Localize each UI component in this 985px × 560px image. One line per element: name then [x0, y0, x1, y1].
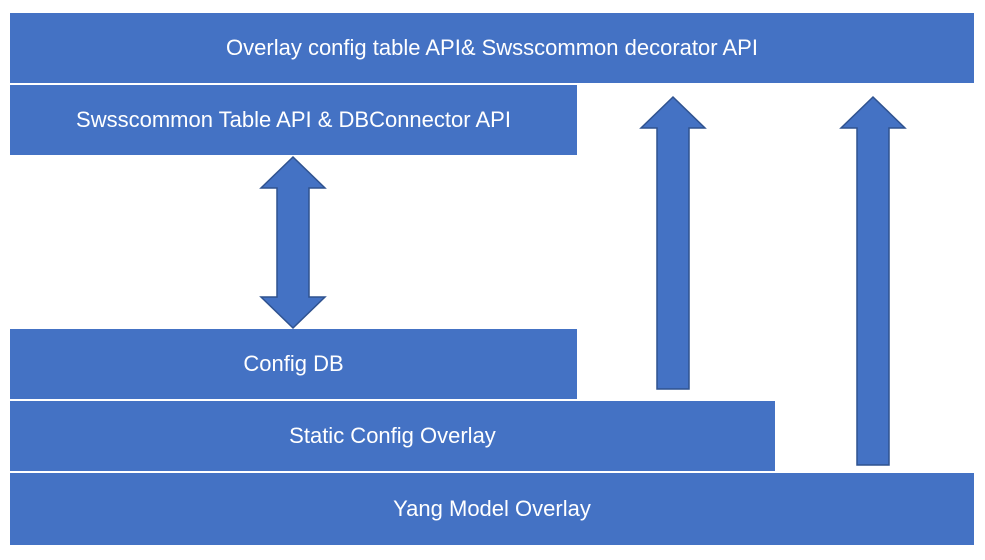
yang-model-overlay-label: Yang Model Overlay	[393, 496, 591, 521]
up-arrow-config-db	[639, 95, 707, 390]
overlay-config-table-api-layer: Overlay config table API& Swsscommon dec…	[9, 12, 975, 84]
static-config-overlay-layer: Static Config Overlay	[9, 400, 776, 472]
config-db-layer: Config DB	[9, 328, 578, 400]
overlay-config-table-api-label: Overlay config table API& Swsscommon dec…	[226, 35, 758, 60]
yang-model-overlay-layer: Yang Model Overlay	[9, 472, 975, 546]
swsscommon-table-api-label: Swsscommon Table API & DBConnector API	[76, 107, 511, 132]
up-arrow-static-overlay	[839, 95, 907, 466]
double-arrow-table-api-config-db	[259, 155, 327, 330]
config-db-label: Config DB	[243, 351, 344, 376]
static-config-overlay-label: Static Config Overlay	[289, 423, 496, 448]
swsscommon-table-api-layer: Swsscommon Table API & DBConnector API	[9, 84, 578, 156]
